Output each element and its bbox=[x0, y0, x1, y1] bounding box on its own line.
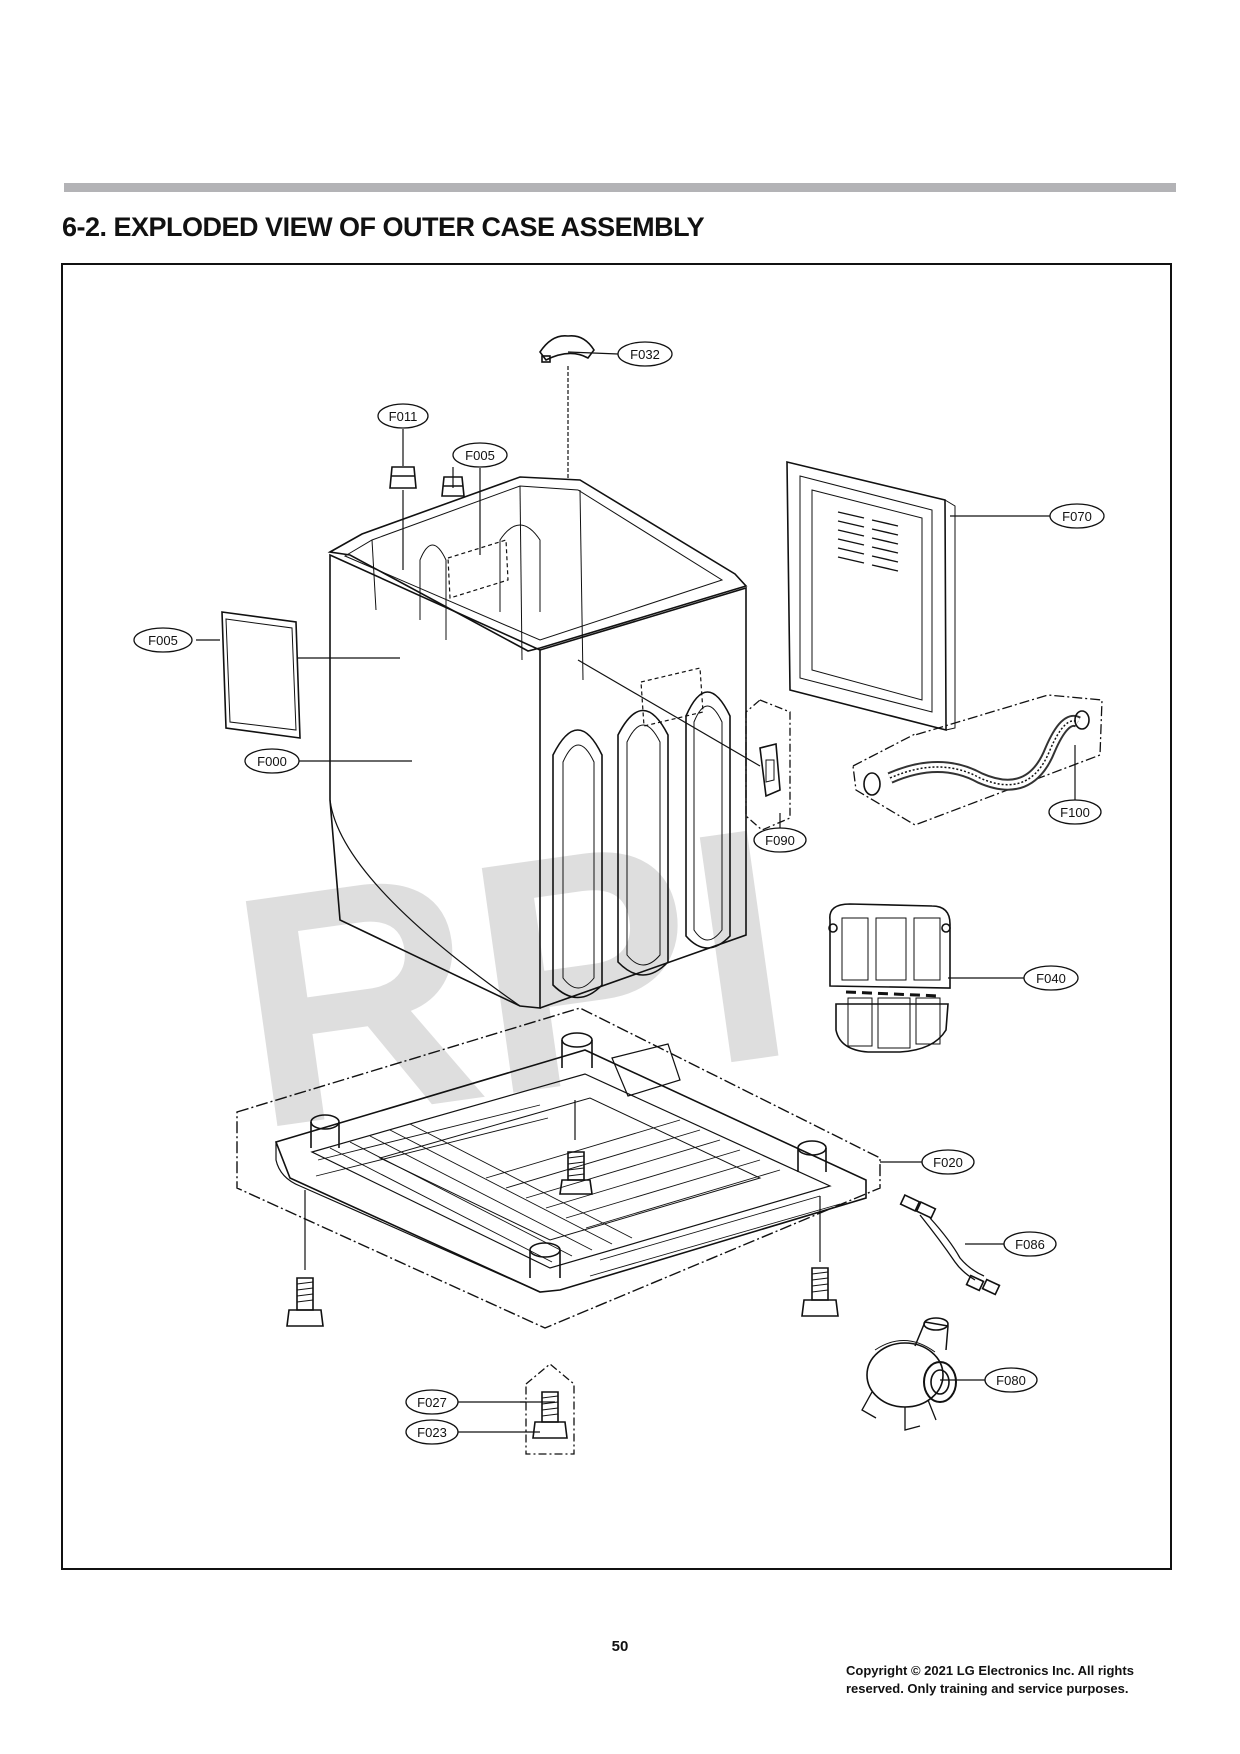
leveling-feet bbox=[286, 1151, 839, 1455]
wire-harness-part bbox=[899, 1194, 1001, 1296]
svg-text:F011: F011 bbox=[389, 409, 418, 424]
callout-f080: F080 bbox=[984, 1367, 1038, 1393]
svg-text:F070: F070 bbox=[1062, 509, 1092, 524]
callout-f090: F090 bbox=[753, 827, 807, 853]
svg-text:F000: F000 bbox=[257, 754, 287, 769]
callout-f020: F020 bbox=[921, 1149, 975, 1175]
svg-text:F090: F090 bbox=[765, 833, 795, 848]
outer-cabinet bbox=[327, 476, 748, 1009]
bracket-part bbox=[745, 699, 791, 831]
page-title: 6-2. EXPLODED VIEW OF OUTER CASE ASSEMBL… bbox=[62, 212, 705, 242]
watermark: RPI bbox=[214, 756, 810, 1198]
clip-part bbox=[539, 334, 595, 363]
callout-f011: F011 bbox=[377, 403, 429, 429]
header-rule bbox=[64, 183, 1176, 192]
svg-text:F040: F040 bbox=[1036, 971, 1066, 986]
svg-text:F023: F023 bbox=[417, 1425, 447, 1440]
base-frame-part bbox=[236, 1007, 881, 1329]
callout-f032: F032 bbox=[617, 341, 673, 367]
callout-f040: F040 bbox=[1023, 965, 1079, 991]
label-plate bbox=[221, 611, 301, 739]
svg-text:F080: F080 bbox=[996, 1373, 1026, 1388]
svg-text:F100: F100 bbox=[1060, 805, 1090, 820]
svg-text:F020: F020 bbox=[933, 1155, 963, 1170]
diagram-frame bbox=[61, 263, 1172, 1570]
drain-pump-part bbox=[861, 1317, 957, 1431]
copyright-line-2: reserved. Only training and service purp… bbox=[846, 1681, 1129, 1696]
svg-text:F027: F027 bbox=[417, 1395, 447, 1410]
callout-f086: F086 bbox=[1003, 1231, 1057, 1257]
callout-f070: F070 bbox=[1049, 503, 1105, 529]
svg-text:F032: F032 bbox=[630, 347, 660, 362]
svg-text:F005: F005 bbox=[148, 633, 178, 648]
grommet-parts bbox=[389, 466, 465, 497]
copyright-line-1: Copyright © 2021 LG Electronics Inc. All… bbox=[846, 1663, 1134, 1678]
svg-text:F005: F005 bbox=[465, 448, 495, 463]
callout-bubbles: F032 F011 F005 F070 F005 F000 F090 F100 bbox=[133, 341, 1105, 1445]
copyright-notice: Copyright © 2021 LG Electronics Inc. All… bbox=[846, 1662, 1186, 1698]
callout-f027: F027 bbox=[405, 1389, 459, 1415]
drain-hose-part bbox=[852, 694, 1103, 826]
callout-f000: F000 bbox=[244, 748, 300, 774]
filter-cover-part bbox=[828, 903, 951, 1053]
leader-lines bbox=[196, 351, 1076, 1433]
callout-f023: F023 bbox=[405, 1419, 459, 1445]
callout-f005-left: F005 bbox=[133, 627, 193, 653]
callout-f005-top: F005 bbox=[452, 442, 508, 468]
page-number: 50 bbox=[611, 1638, 629, 1655]
back-cover-part bbox=[786, 460, 956, 732]
callout-f100: F100 bbox=[1048, 799, 1102, 825]
svg-text:F086: F086 bbox=[1015, 1237, 1045, 1252]
